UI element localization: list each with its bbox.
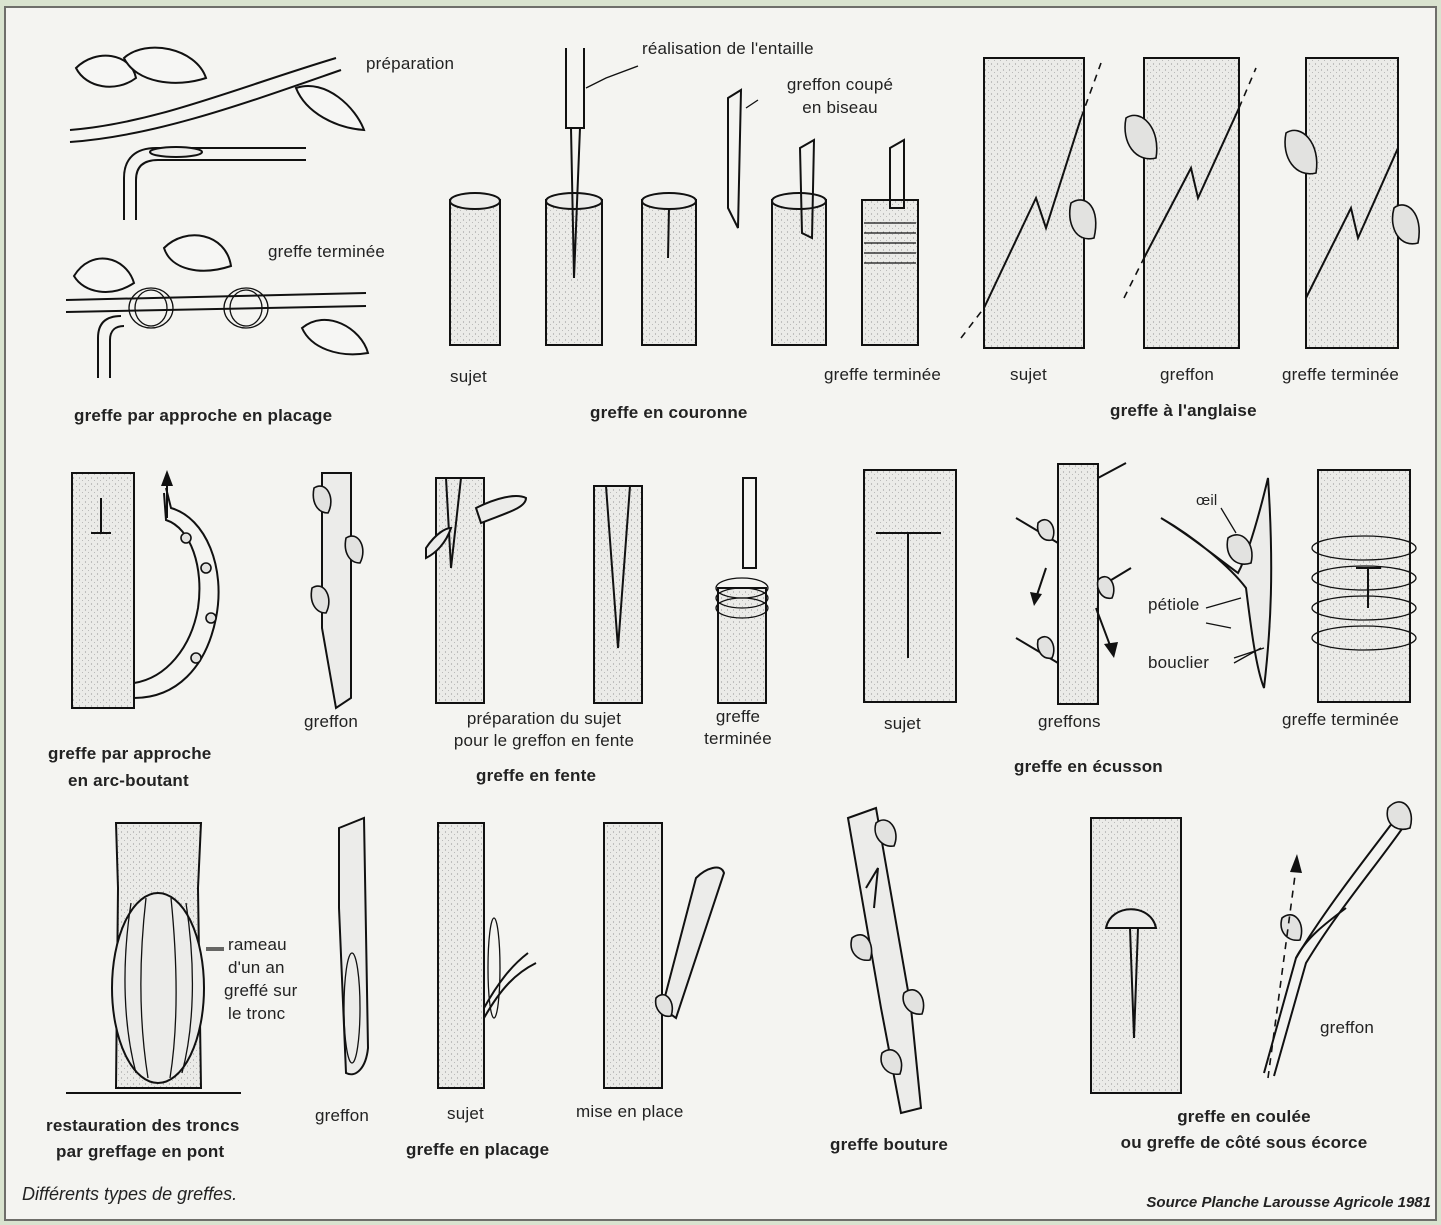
title-side-graft-line2: ou greffe de côté sous écorce — [1121, 1132, 1368, 1154]
label-bevel-scion-line1: greffon coupé — [787, 74, 893, 96]
arch-approach-graft-drawing — [72, 470, 219, 708]
grafting-drawings — [6, 8, 1437, 1221]
label-bevel-scion-line2: en biseau — [802, 97, 878, 119]
title-arch-approach-line2: en arc-boutant — [68, 770, 189, 792]
title-veneer-graft: greffe en placage — [406, 1139, 549, 1161]
title-crown-graft: greffe en couronne — [590, 402, 748, 424]
label-eye: œil — [1196, 490, 1217, 512]
label-budding-finished: greffe terminée — [1282, 709, 1399, 731]
cleft-scion-drawing — [311, 473, 363, 708]
whip-graft-drawings — [961, 58, 1419, 348]
label-veneer-rootstock: sujet — [447, 1103, 484, 1125]
label-preparation: préparation — [366, 53, 454, 75]
label-approach-finished: greffe terminée — [268, 241, 385, 263]
veneer-scion-drawing — [339, 818, 368, 1074]
label-budding-rootstock: sujet — [884, 713, 921, 735]
label-cleft-finished-line1: greffe — [716, 706, 760, 728]
label-cleft-prep-line2: pour le greffon en fente — [454, 730, 634, 752]
bridge-graft-drawing — [66, 823, 241, 1093]
label-branch-line4: le tronc — [228, 1003, 285, 1025]
label-notch: réalisation de l'entaille — [642, 38, 814, 60]
approach-graft-preparation-drawing — [70, 48, 364, 220]
title-whip-graft: greffe à l'anglaise — [1110, 400, 1257, 422]
veneer-graft-drawings — [438, 823, 724, 1088]
illustration-sheet: préparation greffe terminée greffe par a… — [4, 6, 1437, 1221]
label-bud-scions: greffons — [1038, 711, 1101, 733]
title-bridge-graft-line2: par greffage en pont — [56, 1141, 224, 1163]
label-cleft-scion: greffon — [304, 711, 358, 733]
label-veneer-scion: greffon — [315, 1105, 369, 1127]
label-whip-finished: greffe terminée — [1282, 364, 1399, 386]
cutting-graft-drawing — [848, 808, 924, 1113]
t-bud-graft-drawings — [864, 463, 1416, 704]
label-branch-line1: rameau — [228, 934, 287, 956]
side-bark-graft-drawing — [1091, 802, 1411, 1093]
label-crown-finished: greffe terminée — [824, 364, 941, 386]
label-branch-line3: greffé sur — [224, 980, 298, 1002]
title-bridge-graft-line1: restauration des troncs — [46, 1115, 240, 1137]
label-crown-rootstock: sujet — [450, 366, 487, 388]
title-cleft-graft: greffe en fente — [476, 765, 596, 787]
label-petiole: pétiole — [1148, 594, 1200, 616]
label-whip-scion: greffon — [1160, 364, 1214, 386]
title-approach-veneer-graft: greffe par approche en placage — [74, 405, 332, 427]
label-whip-rootstock: sujet — [1010, 364, 1047, 386]
title-side-graft-line1: greffe en coulée — [1177, 1106, 1311, 1128]
label-cleft-prep-line1: préparation du sujet — [467, 708, 621, 730]
figure-caption: Différents types de greffes. — [22, 1184, 237, 1205]
label-positioning: mise en place — [576, 1101, 684, 1123]
source-credit: Source Planche Larousse Agricole 1981 — [1146, 1194, 1431, 1211]
label-shield: bouclier — [1148, 652, 1209, 674]
label-side-scion: greffon — [1320, 1017, 1374, 1039]
cleft-graft-drawings — [426, 478, 768, 703]
label-cleft-finished-line2: terminée — [704, 728, 772, 750]
title-shield-budding: greffe en écusson — [1014, 756, 1163, 778]
title-cutting-graft: greffe bouture — [830, 1134, 948, 1156]
title-arch-approach-line1: greffe par approche — [48, 743, 211, 765]
label-branch-line2: d'un an — [228, 957, 285, 979]
